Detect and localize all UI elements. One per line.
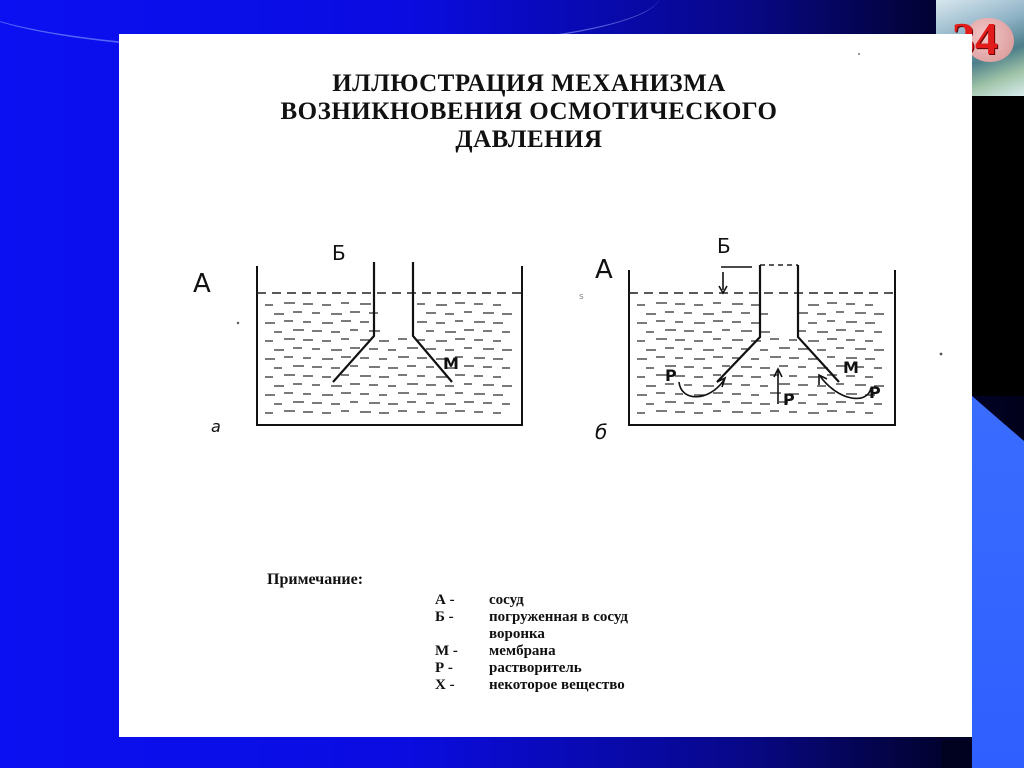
funnel-label-b: Б: [717, 234, 731, 258]
legend-row: М - мембрана: [435, 643, 729, 660]
decorative-right-panel: [972, 96, 1024, 396]
funnel-a: [332, 262, 453, 383]
legend-key: Х -: [435, 677, 455, 693]
legend-value: растворитель: [489, 660, 582, 676]
title-line-2: ВОЗНИКНОВЕНИЯ ОСМОТИЧЕСКОГО: [280, 98, 778, 125]
legend-value: сосуд: [489, 592, 524, 608]
diagram-b: А Б s Р Р Р М б: [579, 234, 896, 444]
speck: [236, 321, 240, 325]
vessel-label-a: А: [193, 269, 211, 299]
speck: [858, 53, 860, 55]
legend-key: А -: [435, 592, 455, 608]
legend-value: некоторое вещество: [489, 677, 625, 693]
photo-subject: [966, 18, 1014, 62]
legend-key: М -: [435, 643, 458, 659]
legend-row: Б - погруженная в сосуд: [435, 609, 729, 626]
arrow-head-right: [818, 373, 828, 385]
osmosis-diagram: А Б М а А Б s: [193, 53, 943, 444]
legend-key: [435, 626, 489, 643]
solvent-arrow-right: [819, 375, 872, 400]
legend-value: погруженная в сосуд: [489, 609, 628, 625]
solvent-label-center: Р: [783, 390, 795, 409]
vessel-a: [256, 266, 523, 426]
legend-key: Р -: [435, 660, 453, 676]
arrow-head-left: [716, 376, 727, 388]
height-indicator: [721, 266, 752, 290]
liquid-b: [637, 302, 884, 414]
scanned-page: ИЛЛЮСТРАЦИЯ МЕХАНИЗМА ВОЗНИКНОВЕНИЯ ОСМО…: [119, 34, 972, 737]
title-line-3: ДАВЛЕНИЯ: [455, 126, 603, 153]
legend-row: Х - некоторое вещество: [435, 677, 729, 694]
note-heading: Примечание:: [267, 571, 364, 588]
liquid-a: [265, 302, 512, 414]
decorative-corner: [942, 740, 972, 768]
stray-mark: s: [579, 292, 584, 302]
solvent-label-left: Р: [665, 366, 677, 385]
legend-key: Б -: [435, 609, 454, 625]
vessel-b: [628, 270, 896, 426]
funnel-b: [716, 265, 840, 383]
membrane-label-b: М: [843, 358, 859, 377]
arrow-head-center: [773, 367, 783, 378]
membrane-label-a: М: [443, 354, 459, 373]
legend-value: воронка: [489, 626, 545, 642]
speck: [939, 352, 943, 356]
legend-value: мембрана: [489, 643, 556, 659]
solvent-arrow-left: [678, 379, 725, 398]
legend-row: воронка: [435, 626, 729, 643]
decorative-right-accent: [972, 396, 1024, 768]
funnel-label-a: Б: [332, 241, 346, 265]
title-line-1: ИЛЛЮСТРАЦИЯ МЕХАНИЗМА: [332, 70, 726, 97]
solvent-label-right: Р: [869, 383, 881, 402]
page-title: ИЛЛЮСТРАЦИЯ МЕХАНИЗМА ВОЗНИКНОВЕНИЯ ОСМО…: [279, 70, 779, 154]
panel-label-b: б: [595, 420, 607, 444]
legend: А - сосуд Б - погруженная в сосуд воронк…: [435, 592, 729, 694]
vessel-label-b: А: [595, 255, 613, 285]
legend-row: А - сосуд: [435, 592, 729, 609]
diagram-a: А Б М а: [193, 241, 523, 436]
panel-label-a: а: [211, 417, 221, 436]
height-arrow-head: [718, 285, 728, 295]
legend-row: Р - растворитель: [435, 660, 729, 677]
